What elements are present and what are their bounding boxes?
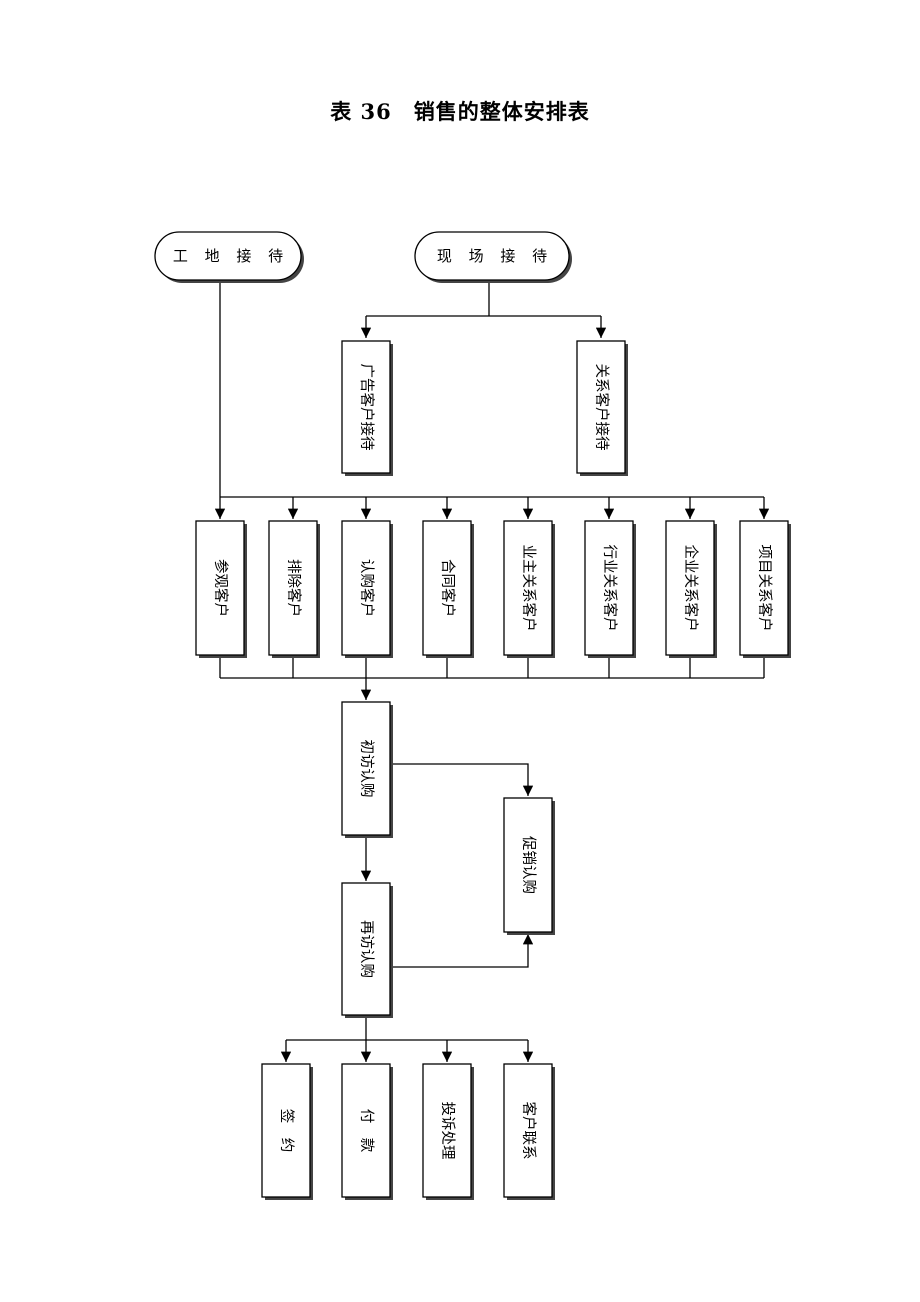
box-industry-relation: 行业关系客户: [584, 520, 636, 658]
box-frame: [341, 1063, 391, 1198]
box-frame: [665, 520, 715, 656]
box-label: 项目关系客户: [756, 545, 773, 632]
box-owner-relation: 业主关系客户: [503, 520, 555, 658]
box-frame: [341, 520, 391, 656]
box-payment: 付 款: [341, 1063, 393, 1200]
box-label: 促销认购: [520, 836, 537, 894]
connectors: [214, 281, 770, 1062]
box-frame: [576, 340, 626, 474]
box-label: 认购客户: [358, 559, 375, 617]
page-title: 表 36 销售的整体安排表: [330, 99, 590, 124]
box-label: 初访认购: [358, 740, 375, 798]
box-frame: [422, 520, 472, 656]
box-label: 企业关系客户: [682, 545, 700, 632]
box-customer-contact: 客户联系: [503, 1063, 555, 1200]
box-first-visit-subscription: 初访认购: [341, 701, 393, 838]
box-subscribed-customer: 认购客户: [341, 520, 393, 658]
box-frame: [584, 520, 634, 656]
box-label: 付 款: [358, 1109, 375, 1153]
box-label: 合同客户: [439, 559, 456, 617]
box-frame: [503, 520, 553, 656]
box-frame: [261, 1063, 311, 1198]
box-frame: [195, 520, 245, 656]
start-node-site-reception: 工 地 接 待: [154, 231, 304, 283]
box-contract-customer: 合同客户: [422, 520, 474, 658]
site-reception-label: 工 地 接 待: [173, 247, 289, 265]
box-sign-contract: 签 约: [261, 1063, 313, 1200]
box-frame: [268, 520, 318, 656]
box-enterprise-relation: 企业关系客户: [665, 520, 717, 658]
box-frame: [503, 797, 553, 933]
onsite-reception-label: 现 场 接 待: [437, 247, 553, 265]
box-label: 广告客户接待: [358, 364, 375, 451]
box-label: 排除客户: [285, 559, 302, 617]
box-frame: [503, 1063, 553, 1198]
box-label: 关系客户接待: [593, 364, 610, 451]
box-frame: [422, 1063, 472, 1198]
box-frame: [341, 882, 391, 1016]
box-label: 行业关系客户: [601, 545, 618, 632]
box-label: 投诉处理: [439, 1102, 456, 1160]
box-frame: [341, 701, 391, 836]
box-frame: [341, 340, 391, 474]
box-frame: [739, 520, 789, 656]
box-label: 再访认购: [358, 920, 375, 978]
box-label: 签 约: [278, 1109, 295, 1153]
box-project-relation: 项目关系客户: [739, 520, 791, 658]
start-node-onsite-reception: 现 场 接 待: [414, 231, 572, 283]
box-label: 客户联系: [520, 1102, 537, 1160]
box-advertising-reception: 广告客户接待: [341, 340, 393, 476]
box-visiting-customer: 参观客户: [195, 520, 247, 658]
box-label: 参观客户: [212, 559, 229, 617]
box-label: 业主关系客户: [520, 545, 537, 632]
box-complaint-handling: 投诉处理: [422, 1063, 474, 1200]
box-excluded-customer: 排除客户: [268, 520, 320, 658]
box-revisit-subscription: 再访认购: [341, 882, 393, 1018]
box-promotion-subscription: 促销认购: [503, 797, 555, 935]
box-relationship-reception: 关系客户接待: [576, 340, 628, 476]
